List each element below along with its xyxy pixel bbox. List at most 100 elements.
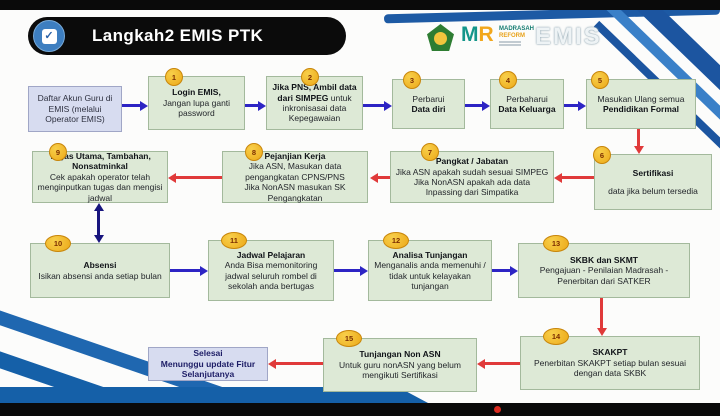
node-body: Cek apakah operator telah menginputkan t… bbox=[37, 171, 163, 203]
step-badge-7: 7 bbox=[421, 143, 439, 161]
step-badge-15: 15 bbox=[336, 330, 362, 347]
node-body: Menunggu update Fitur bbox=[160, 358, 256, 369]
node-title: Data Keluarga bbox=[498, 104, 556, 114]
step-badge-11: 11 bbox=[221, 232, 247, 249]
node-data-keluarga: 4 Perbaharui Data Keluarga bbox=[490, 71, 564, 129]
arrow-11-to-12 bbox=[334, 265, 368, 276]
checkbox-badge: ✓ bbox=[33, 20, 65, 52]
node-body: Jika NonASN masukan SK Pengangkatan bbox=[244, 182, 346, 203]
node-body: untuk inkronisasai data Kepegawaian bbox=[282, 92, 352, 124]
node-title: Pangkat / Jabatan bbox=[435, 156, 509, 167]
kemenag-logo-inner bbox=[434, 32, 447, 45]
node-title: Absensi bbox=[83, 260, 117, 271]
node-body: Menganalis anda memenuhi / tidak untuk k… bbox=[374, 260, 486, 291]
arrow-7-to-8 bbox=[370, 172, 390, 183]
node-data-diri: 3 Perbarui Data diri bbox=[392, 71, 465, 129]
node-title: Tunjangan Non ASN bbox=[359, 349, 441, 360]
node-title: SKAKPT bbox=[592, 347, 628, 358]
node-simpeg: 2 Jika PNS, Ambil data dari SIMPEG untuk… bbox=[266, 68, 363, 130]
node-analisa-tunjangan: 12 Analisa Tunjangan Menganalis anda mem… bbox=[368, 232, 492, 301]
node-body: Jangan lupa ganti password bbox=[162, 97, 231, 119]
arrow-1-to-2 bbox=[245, 100, 266, 111]
mr-wordmark-line2: REFORM bbox=[499, 33, 525, 39]
arrow-start-to-1 bbox=[122, 100, 148, 111]
checkbox-check-icon: ✓ bbox=[41, 28, 57, 44]
node-text: Jika PNS, Ambil data dari SIMPEG untuk i… bbox=[271, 82, 358, 123]
node-body: Masukan Ulang semua bbox=[597, 93, 685, 104]
emis-logo: EMIS bbox=[535, 23, 602, 50]
slide-title-banner: ✓ Langkah2 EMIS PTK bbox=[28, 17, 346, 55]
node-skakpt: 14 SKAKPT Penerbitan SKAKPT setiap bulan… bbox=[520, 328, 700, 390]
node-body: Isikan absensi anda setiap bulan bbox=[38, 270, 162, 281]
node-body: Pengajuan - Penilaian Madrasah - Penerbi… bbox=[539, 265, 669, 286]
arrow-5-to-6 bbox=[633, 129, 644, 154]
node-tunjangan-non-asn: 15 Tunjangan Non ASN Untuk guru nonASN y… bbox=[323, 330, 477, 392]
arrow-4-to-5 bbox=[564, 100, 586, 111]
node-body: Perbarui bbox=[412, 93, 445, 104]
arrow-10-to-11 bbox=[170, 265, 208, 276]
node-absensi: 10 Absensi Isikan absensi anda setiap bu… bbox=[30, 235, 170, 298]
node-pejanjian-kerja: 8 Pejanjian Kerja Jika ASN, Masukan data… bbox=[222, 143, 368, 203]
arrow-9-to-10-double bbox=[93, 203, 104, 243]
arrow-12-to-13 bbox=[492, 265, 518, 276]
letterbox-top bbox=[0, 0, 720, 10]
node-title: Login EMIS, bbox=[172, 87, 221, 98]
arrow-14-to-15 bbox=[477, 358, 520, 369]
arrow-8-to-9 bbox=[168, 172, 222, 183]
step-badge-9: 9 bbox=[49, 143, 67, 161]
mr-wordmark-line1: MADRASAH bbox=[499, 26, 534, 32]
node-title: SKBK dan SKMT bbox=[570, 254, 638, 265]
page-title: Langkah2 EMIS PTK bbox=[92, 26, 264, 45]
node-pendidikan-formal: 5 Masukan Ulang semua Pendidikan Formal bbox=[586, 71, 696, 129]
node-title: Pejanjian Kerja bbox=[264, 151, 326, 162]
node-body: Penerbitan SKAKPT setiap bulan sesuai de… bbox=[534, 357, 686, 379]
node-pangkat-jabatan: 7 Pangkat / Jabatan Jika ASN apakah suda… bbox=[390, 143, 554, 203]
arrow-3-to-4 bbox=[465, 100, 490, 111]
step-badge-4: 4 bbox=[499, 71, 517, 89]
arrow-2-to-3 bbox=[363, 100, 392, 111]
node-body: Jika ASN, Masukan data pengangkatan CPNS… bbox=[245, 161, 345, 182]
arrow-6-to-7 bbox=[554, 172, 594, 183]
node-selesai: Selesai Menunggu update Fitur Selanjutan… bbox=[148, 347, 268, 381]
node-text: Daftar Akun Guru di EMIS (melalui Operat… bbox=[37, 93, 113, 125]
arrow-13-to-14 bbox=[596, 298, 607, 336]
node-body: Anda Bisa memonitoring jadwal seluruh ro… bbox=[224, 260, 318, 291]
node-title: Data diri bbox=[411, 104, 446, 114]
letterbox-bottom bbox=[0, 403, 720, 416]
node-title: Pendidikan Formal bbox=[602, 104, 680, 114]
bottom-band bbox=[0, 387, 428, 403]
node-login-emis: 1 Login EMIS, Jangan lupa ganti password bbox=[148, 68, 245, 130]
player-progress-dot[interactable] bbox=[494, 406, 501, 413]
step-badge-13: 13 bbox=[543, 235, 569, 252]
madrasah-reform-logo: MR bbox=[461, 24, 494, 45]
node-title: Analisa Tunjangan bbox=[392, 249, 468, 260]
step-badge-12: 12 bbox=[383, 232, 409, 249]
node-body: Jika ASN apakah sudah sesuai SIMPEG bbox=[395, 166, 549, 177]
node-body: Perbaharui bbox=[506, 93, 548, 104]
madrasah-reform-wordmark: MADRASAH REFORM bbox=[499, 26, 534, 46]
step-badge-3: 3 bbox=[403, 71, 421, 89]
node-title: Jadwal Pelajaran bbox=[236, 249, 306, 260]
step-badge-1: 1 bbox=[165, 68, 183, 86]
node-title: Jika PNS, Ambil data dari SIMPEG bbox=[272, 82, 357, 103]
step-badge-8: 8 bbox=[245, 143, 263, 161]
step-badge-14: 14 bbox=[543, 328, 569, 345]
arrow-15-to-selesai bbox=[268, 358, 323, 369]
node-title: Tugas Utama, Tambahan, Nonsatminkal bbox=[49, 151, 151, 172]
node-daftar-akun: Daftar Akun Guru di EMIS (melalui Operat… bbox=[28, 86, 122, 132]
node-body: Untuk guru nonASN yang belum mengikuti S… bbox=[339, 359, 461, 381]
mr-logo-r: R bbox=[478, 23, 494, 46]
mr-logo-m: M bbox=[461, 23, 479, 46]
mr-wordmark-rule bbox=[499, 44, 521, 46]
node-sertifikasi: 6 Sertifikasi data jika belum tersedia bbox=[593, 146, 712, 210]
node-body: Selanjutanya bbox=[181, 369, 235, 380]
node-tugas-utama: 9 Tugas Utama, Tambahan, Nonsatminkal Ce… bbox=[32, 143, 168, 203]
step-badge-6: 6 bbox=[593, 146, 611, 164]
node-title: Selesai bbox=[193, 348, 223, 359]
step-badge-5: 5 bbox=[591, 71, 609, 89]
node-body: data jika belum tersedia bbox=[608, 186, 698, 196]
step-badge-2: 2 bbox=[301, 68, 319, 86]
node-jadwal-pelajaran: 11 Jadwal Pelajaran Anda Bisa memonitori… bbox=[208, 232, 334, 301]
node-body: Jika NonASN apakah ada data Inpassing da… bbox=[413, 177, 531, 198]
